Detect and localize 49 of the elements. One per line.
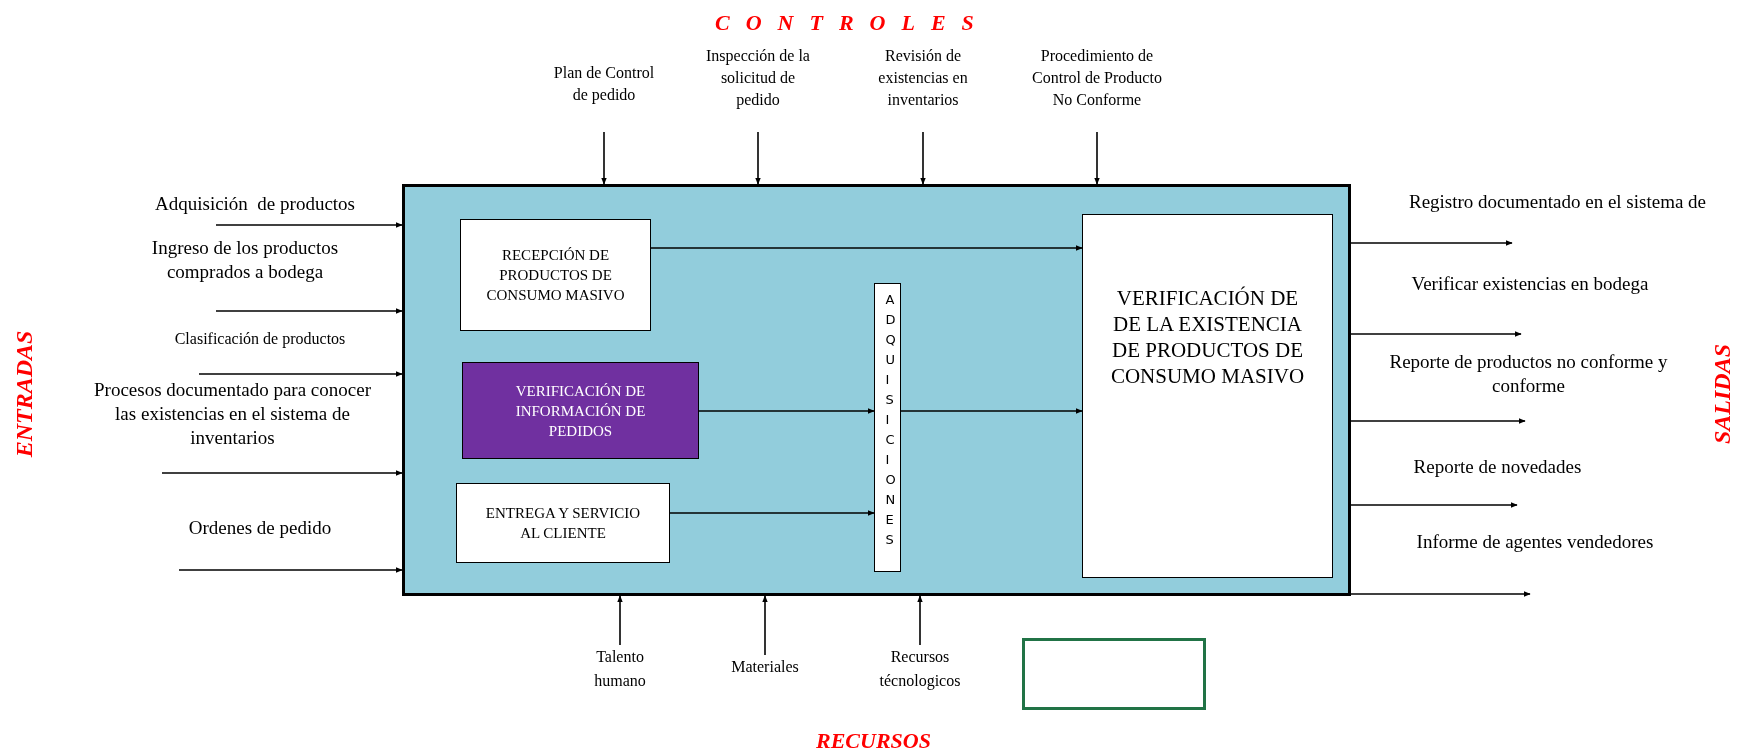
text-label: Procedimiento de Control de Producto No Conforme (1031, 46, 1163, 110)
section-heading: CONTROLES (715, 9, 990, 37)
arrow (178, 567, 403, 573)
arrow (1350, 591, 1531, 597)
arrow (215, 222, 403, 228)
text-label: Clasificación de productos (174, 329, 346, 350)
arrow (617, 595, 623, 646)
arrow (198, 371, 403, 377)
text-label: Ingreso de los productos comprados a bodega (150, 236, 340, 284)
text-label: Revisión de existencias en inventarios (877, 46, 969, 110)
arrow (1094, 131, 1100, 185)
arrow (920, 131, 926, 185)
text-label: Talento humano (593, 647, 647, 691)
arrow (215, 308, 403, 314)
arrow (698, 408, 875, 414)
text-label: Inspección de la solicitud de pedido (705, 46, 811, 111)
text-label: Recursos técnologicos (878, 647, 962, 692)
arrow (900, 408, 1083, 414)
arrow (669, 510, 875, 516)
text-label: Materiales (731, 657, 799, 677)
arrow (762, 595, 768, 656)
arrow (161, 470, 403, 476)
arrow (917, 595, 923, 646)
arrow (1350, 331, 1522, 337)
process-box: VERIFICACIÓN DE INFORMACIÓN DE PEDIDOS (462, 362, 699, 459)
vertical-label-box: ADQUISICIONES (874, 283, 901, 572)
arrow (1350, 418, 1526, 424)
text-label: Plan de Control de pedido (552, 63, 656, 106)
text-label: Procesos documentado para conocer las existencias en el sistema de inventarios (93, 378, 372, 450)
arrow (601, 131, 607, 185)
text-label: Verificar existencias en bodega (1411, 272, 1649, 296)
section-heading: RECURSOS (816, 727, 931, 754)
process-frame (402, 184, 1351, 596)
empty-box (1022, 638, 1206, 710)
text-label: Reporte de novedades (1413, 455, 1582, 479)
text-label: Registro documentado en el sistema de (1408, 190, 1707, 214)
text-label: Adquisición de productos (155, 192, 355, 216)
text-label: Informe de agentes vendedores (1416, 530, 1654, 554)
arrow (1350, 502, 1518, 508)
text-label: Ordenes de pedido (188, 516, 332, 540)
text-label: Reporte de productos no conforme y conforme (1388, 350, 1669, 398)
process-box: RECEPCIÓN DE PRODUCTOS DE CONSUMO MASIVO (460, 219, 651, 331)
arrow (650, 245, 1083, 251)
arrow (755, 131, 761, 185)
arrow (1350, 240, 1513, 246)
process-box: VERIFICACIÓN DE DE LA EXISTENCIA DE PRODUCTOS DE CONSUMO MASIVO (1082, 214, 1333, 578)
section-heading: SALIDAS (1708, 344, 1736, 444)
process-box: ENTREGA Y SERVICIO AL CLIENTE (456, 483, 670, 563)
section-heading: ENTRADAS (10, 330, 38, 458)
